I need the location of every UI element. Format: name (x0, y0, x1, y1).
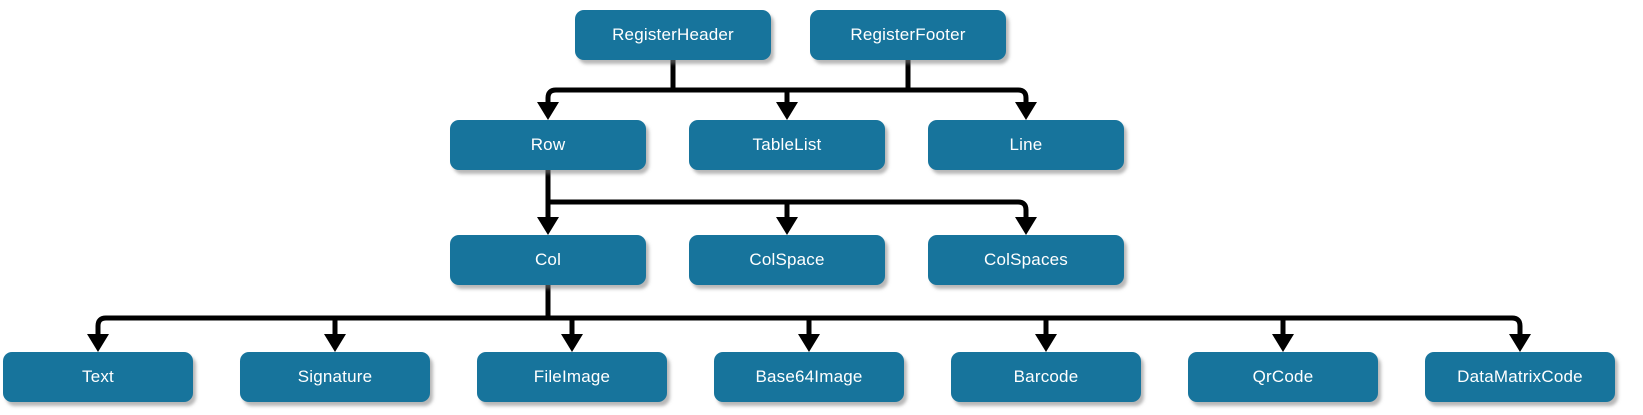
arrowhead-barcode (1035, 334, 1057, 352)
arrowhead-row (537, 102, 559, 120)
edges-level-2 (537, 170, 1037, 235)
node-colspaces: ColSpaces (928, 235, 1124, 285)
arrowhead-text (87, 334, 109, 352)
arrowhead-col (537, 217, 559, 235)
arrowhead-colspace (776, 217, 798, 235)
node-barcode: Barcode (951, 352, 1141, 402)
node-registerfooter: RegisterFooter (810, 10, 1006, 60)
arrowhead-datamatrixcode (1509, 334, 1531, 352)
node-colspace: ColSpace (689, 235, 885, 285)
arrowhead-colspaces (1015, 217, 1037, 235)
edge-bus-level-1 (545, 87, 1029, 104)
node-signature: Signature (240, 352, 430, 402)
arrowhead-signature (324, 334, 346, 352)
node-registerheader: RegisterHeader (575, 10, 771, 60)
arrowhead-line (1015, 102, 1037, 120)
arrowhead-fileimage (561, 334, 583, 352)
node-fileimage: FileImage (477, 352, 667, 402)
node-row: Row (450, 120, 646, 170)
node-base64image: Base64Image (714, 352, 904, 402)
node-datamatrixcode: DataMatrixCode (1425, 352, 1615, 402)
node-qrcode: QrCode (1188, 352, 1378, 402)
edge-bus-level-3 (95, 315, 1523, 336)
node-col: Col (450, 235, 646, 285)
node-line: Line (928, 120, 1124, 170)
edges-level-1 (537, 60, 1037, 120)
arrowhead-base64image (798, 334, 820, 352)
edge-bus-level-2 (548, 199, 1029, 219)
arrowhead-qrcode (1272, 334, 1294, 352)
arrowhead-tablelist (776, 102, 798, 120)
node-text: Text (3, 352, 193, 402)
edges-level-3 (87, 285, 1531, 352)
node-tablelist: TableList (689, 120, 885, 170)
